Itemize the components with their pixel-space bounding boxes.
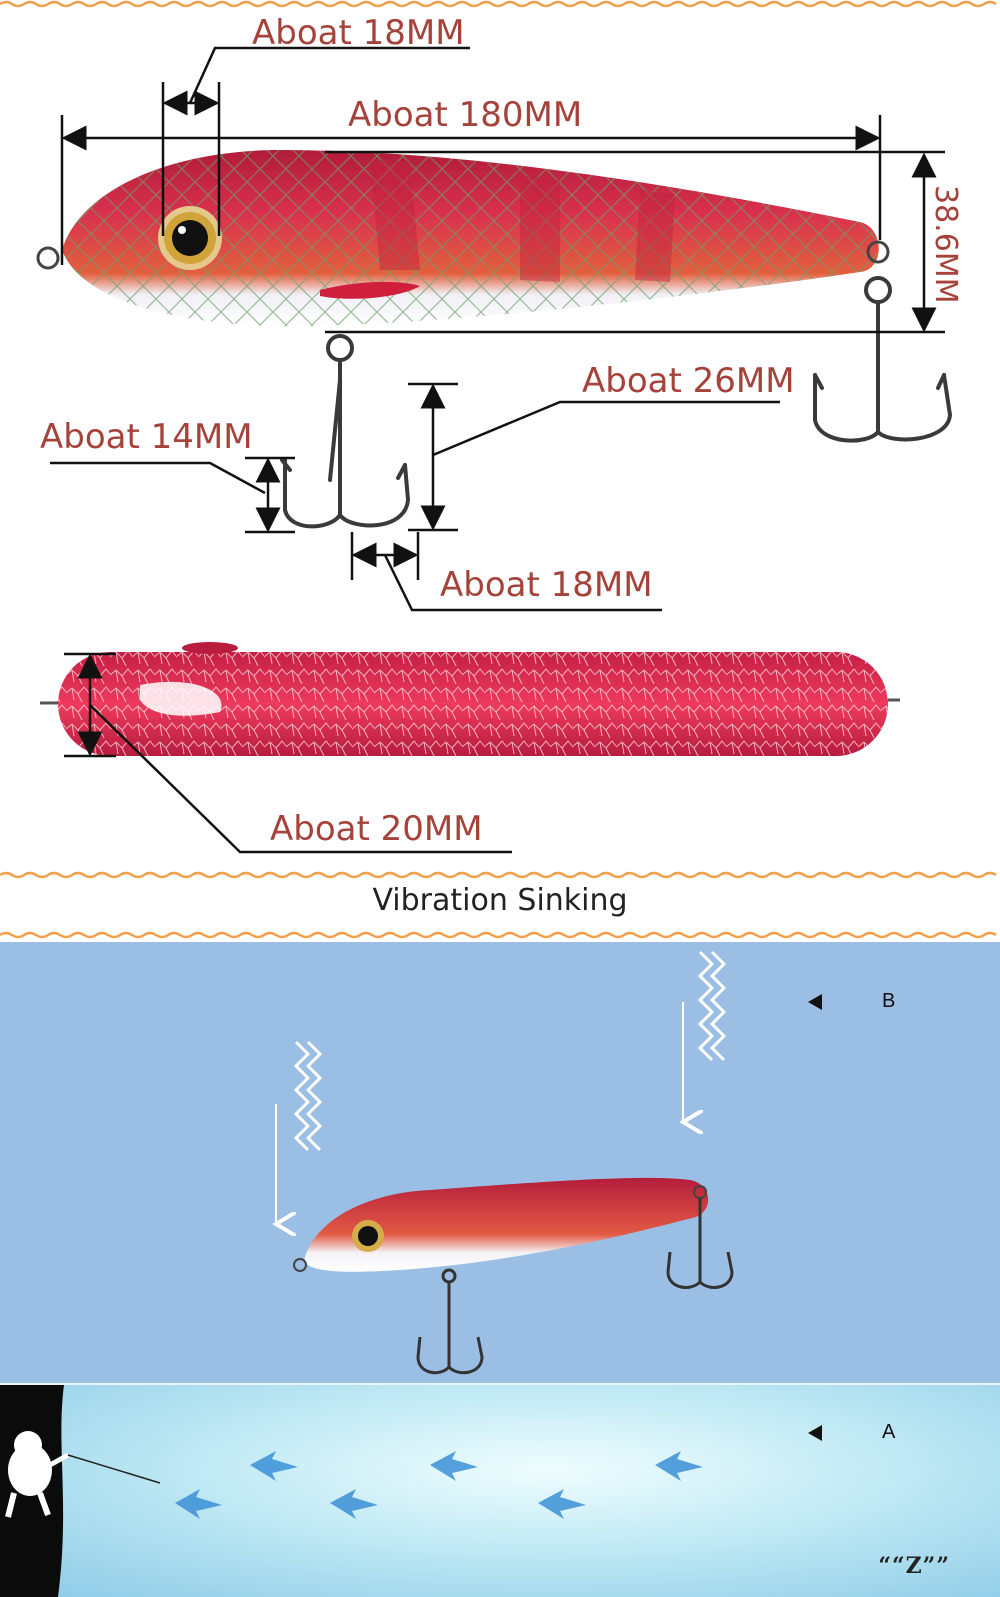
zigzag-icon: [293, 1040, 323, 1152]
split-ring-icon: [866, 240, 890, 264]
dim-label-hook-gap: Aboat 14MM: [40, 417, 253, 457]
treble-hook-icon: [416, 1268, 484, 1375]
section-title: Vibration Sinking: [372, 883, 628, 918]
swim-arrow-icon: [175, 1489, 222, 1519]
pointer-triangle-icon: [808, 1424, 822, 1441]
dim-label-body-width: Aboat 20MM: [270, 809, 483, 849]
depth-marker-a-label: A: [882, 1421, 896, 1443]
depth-marker-a: A: [808, 1421, 895, 1444]
depth-marker-b-label: B: [882, 990, 896, 1012]
lower-water-panel: A ““Z””: [0, 1383, 1000, 1597]
swim-arrow-icon: [330, 1489, 378, 1519]
zigzag-icon: [697, 950, 727, 1062]
fishing-line: [67, 1454, 161, 1484]
treble-hook-icon: [280, 334, 411, 529]
brand-logo: ““Z””: [878, 1553, 950, 1579]
section-divider-bottom: [0, 931, 997, 939]
swim-arrow-icon: [430, 1451, 478, 1481]
top-divider: [0, 0, 997, 8]
angler-icon: [5, 1431, 70, 1518]
treble-hook-icon: [813, 276, 953, 443]
dim-label-height: 38.6MM: [928, 185, 963, 304]
split-ring-icon: [36, 246, 60, 270]
depth-marker-b: B: [808, 990, 895, 1013]
lure-dimension-diagram: Aboat 18MM Aboat 180MM 38.6MM Aboat 26MM…: [0, 0, 997, 854]
treble-hook-icon: [666, 1198, 734, 1289]
swim-arrow-icon: [538, 1489, 586, 1519]
dim-label-hook-length: Aboat 26MM: [582, 361, 795, 401]
section-divider-top: [0, 871, 997, 879]
dim-label-length: Aboat 180MM: [348, 95, 582, 135]
pointer-triangle-icon: [808, 993, 822, 1010]
swim-arrow-icon: [655, 1451, 703, 1481]
lure-top-view: [39, 642, 901, 756]
lure-sinking-illustration: [293, 1177, 709, 1272]
lure-side-view: [36, 150, 890, 327]
swim-arrow-icon: [250, 1451, 298, 1481]
upper-water-panel: B: [0, 942, 1000, 1383]
dim-label-eye: Aboat 18MM: [252, 13, 465, 53]
lure-eye-icon: [158, 206, 222, 270]
dim-label-hook-width: Aboat 18MM: [440, 565, 653, 605]
